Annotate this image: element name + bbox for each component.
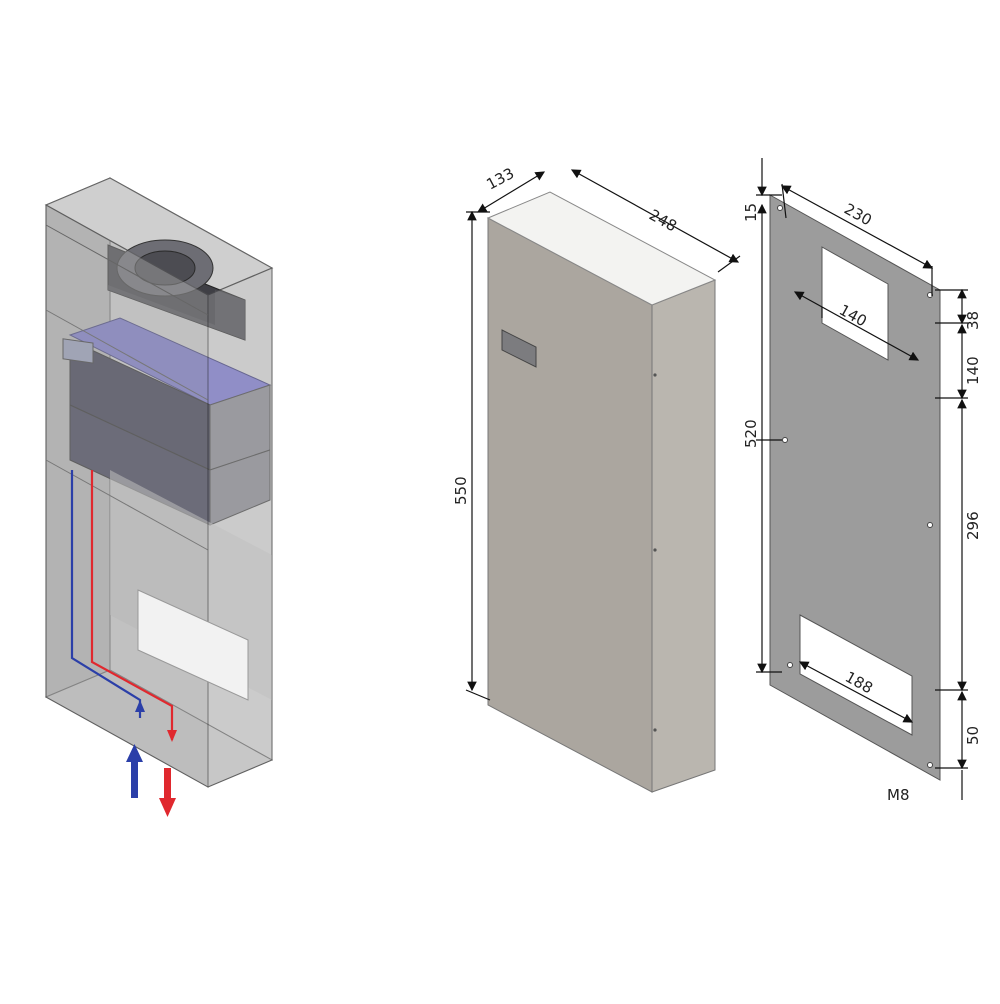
dim-depth-label: 133 xyxy=(483,164,517,193)
heat-exchanger xyxy=(62,338,271,526)
dim-height-label: 550 xyxy=(452,476,470,505)
dim-mid-span-label: 296 xyxy=(964,511,982,540)
dim-width-label: 248 xyxy=(646,206,680,236)
cold-air-inlet-arrow xyxy=(126,744,143,798)
dim-hole-span-label: 520 xyxy=(742,419,760,448)
dim-bottom-offset-label: 50 xyxy=(964,726,982,745)
cabinet-solid-view: 133 248 550 xyxy=(452,164,741,793)
dim-hole-spacing-label: 38 xyxy=(964,311,982,330)
fan-assembly xyxy=(107,239,246,341)
dim-cutout-top-width-label: 230 xyxy=(841,200,875,230)
hot-air-path xyxy=(90,470,174,740)
hot-air-outlet-arrow xyxy=(159,768,176,817)
transparent-unit-view xyxy=(44,177,274,817)
thread-size-label: M8 xyxy=(887,786,910,804)
dim-cutout-height-label: 140 xyxy=(964,356,982,385)
dim-top-offset-label: 15 xyxy=(742,203,760,222)
mounting-plate-view: 230 140 188 15 520 38 140 296 50 M8 xyxy=(742,158,982,804)
